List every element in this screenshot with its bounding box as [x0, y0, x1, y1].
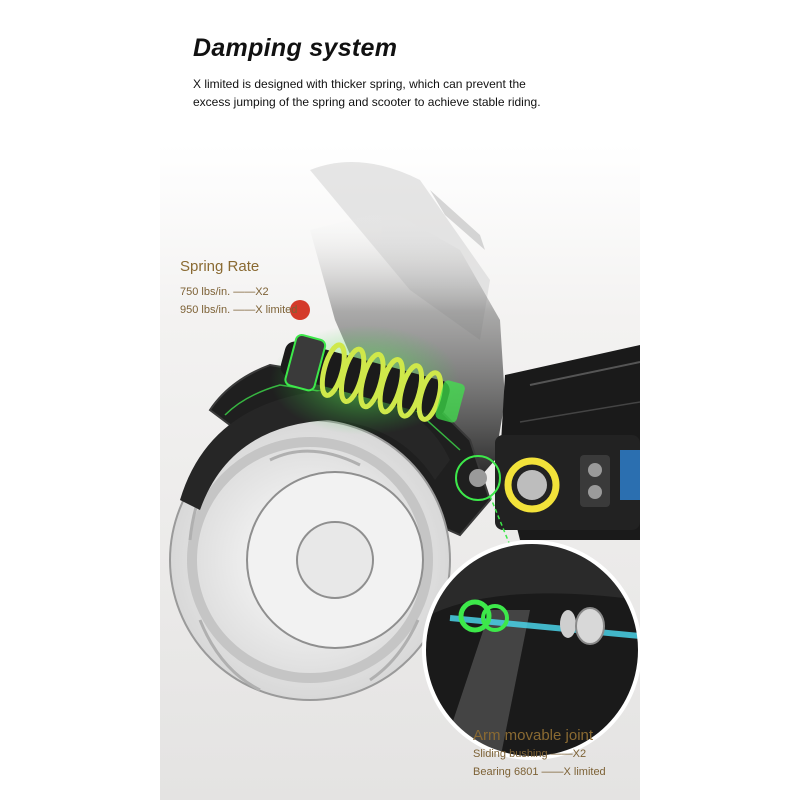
scooter-suspension-illustration [169, 162, 640, 760]
shock-top-cap [290, 300, 310, 320]
shock-spring [280, 334, 465, 423]
description-line-2: excess jumping of the spring and scooter… [193, 95, 541, 109]
pivot-highlight [455, 455, 501, 501]
spring-spec-x2: 750 lbs/in. ——X2 [180, 286, 269, 298]
arm-joint-label: Arm movable joint [473, 727, 594, 744]
spring-rate-label: Spring Rate [180, 258, 260, 275]
arm-spec-x2: Sliding bushing ——X2 [473, 748, 587, 760]
spring-spec-x-limited: 950 lbs/in. ——X limited [180, 304, 298, 316]
page-title: Damping system [193, 34, 398, 62]
description-line-1: X limited is designed with thicker sprin… [193, 77, 526, 91]
yellow-light-center [517, 470, 547, 500]
wheel [169, 419, 451, 701]
rear-block [495, 435, 640, 530]
yellow-light-ring [504, 457, 560, 513]
inset-joint-detail [424, 542, 640, 758]
description: X limited is designed with thicker sprin… [193, 75, 593, 111]
arm-spec-x-limited: Bearing 6801 ——X limited [473, 766, 606, 778]
